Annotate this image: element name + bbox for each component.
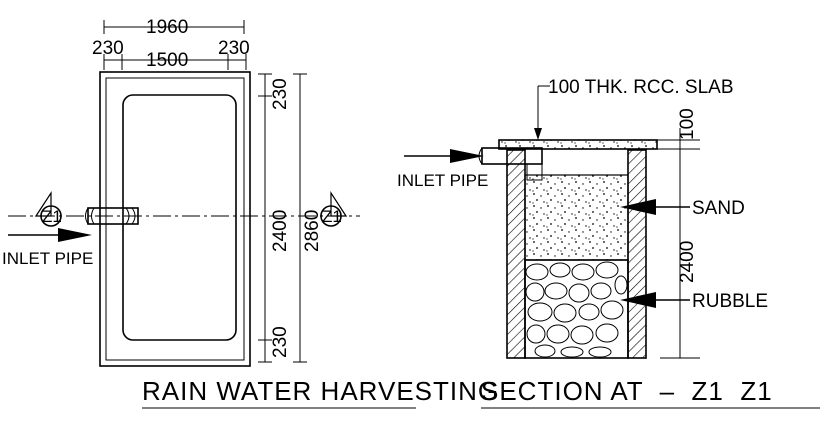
plan-view: 1960 230 1500 230 230 2400 2860 230 Z1 [2, 17, 499, 409]
plan-section-marker-right: Z1 [320, 190, 348, 227]
section-rubble-fill [524, 259, 629, 359]
section-dim-depth: 2400 [677, 241, 698, 283]
section-slab-leader [534, 85, 550, 140]
plan-inlet-pipe [85, 207, 139, 225]
section-inlet-arrow [404, 149, 484, 163]
plan-dim-total-width: 1960 [146, 17, 188, 38]
plan-outer-wall-inner-line [105, 77, 245, 361]
section-dim-slab: 100 [677, 108, 698, 140]
svg-text:Z1: Z1 [42, 207, 62, 226]
section-right-dimensions [655, 128, 700, 359]
plan-section-marker-left: Z1 [34, 190, 62, 227]
section-sand-fill [524, 174, 629, 261]
plan-outer-wall [99, 71, 251, 367]
plan-inlet-arrow [8, 228, 92, 242]
plan-dim-total-height: 2860 [302, 210, 323, 252]
section-sand-label: SAND [692, 198, 745, 219]
section-sand-leader [620, 199, 690, 215]
plan-dim-wall-right: 230 [218, 38, 250, 59]
section-view: INLET PIPE 100 THK. RCC. SLAB 100 2400 S… [397, 77, 820, 409]
plan-dim-wall-left: 230 [92, 38, 124, 59]
section-slab-label: 100 THK. RCC. SLAB [548, 77, 734, 98]
plan-dim-wall-bottom: 230 [270, 326, 291, 358]
plan-dim-wall-top: 230 [270, 78, 291, 110]
plan-inner-chamber [122, 94, 237, 341]
plan-title: RAIN WATER HARVESTING [142, 376, 499, 406]
plan-inlet-label: INLET PIPE [2, 249, 93, 268]
section-inlet-label: INLET PIPE [397, 171, 488, 190]
plan-dim-inner-width: 1500 [146, 50, 188, 71]
svg-text:Z1: Z1 [322, 207, 342, 226]
section-rubble-label: RUBBLE [692, 291, 768, 312]
section-title: SECTION AT – Z1 Z1 [481, 376, 773, 406]
section-rubble-leader [620, 292, 690, 308]
plan-dim-inner-height: 2400 [270, 210, 291, 252]
section-slab [498, 139, 658, 150]
section-wall-right [627, 149, 647, 359]
plan-right-dimensions [258, 73, 307, 363]
plan-top-dimensions [103, 20, 247, 70]
section-wall-left [506, 149, 526, 359]
